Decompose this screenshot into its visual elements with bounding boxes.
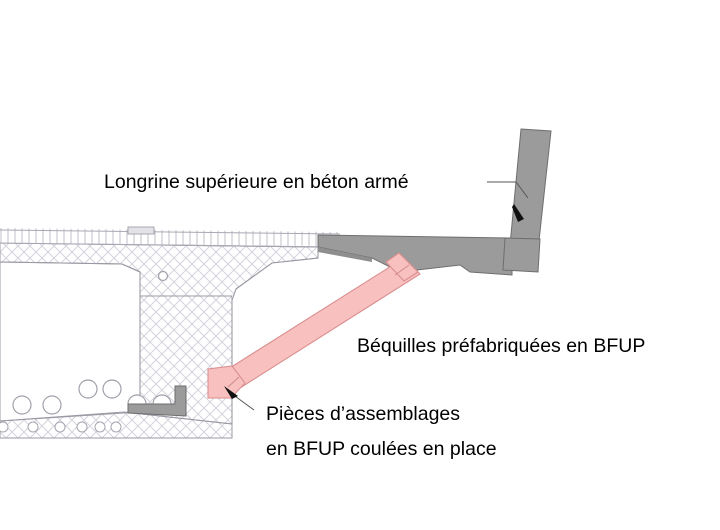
angle-bracket [127, 385, 187, 417]
parapet-arrowhead [512, 204, 524, 222]
label-pieces-line1: Pièces d’assemblages [266, 403, 460, 425]
wearing-course-top-line [0, 229, 341, 235]
label-longrine: Longrine supérieure en béton armé [104, 171, 409, 193]
tendon-ducts-small [0, 421, 122, 433]
void-filler-right [232, 261, 300, 300]
leader-longrine [487, 181, 529, 199]
wearing-course-bottom-line [0, 242, 341, 248]
bfup-strut [207, 252, 421, 399]
leader-pieces-arrowhead [224, 386, 238, 399]
deck-raised-block [127, 226, 155, 235]
label-bequilles: Béquilles préfabriquées en BFUP [357, 335, 645, 357]
label-pieces-line2: en BFUP coulées en place [266, 438, 497, 460]
cantilever-and-parapet [317, 128, 552, 276]
